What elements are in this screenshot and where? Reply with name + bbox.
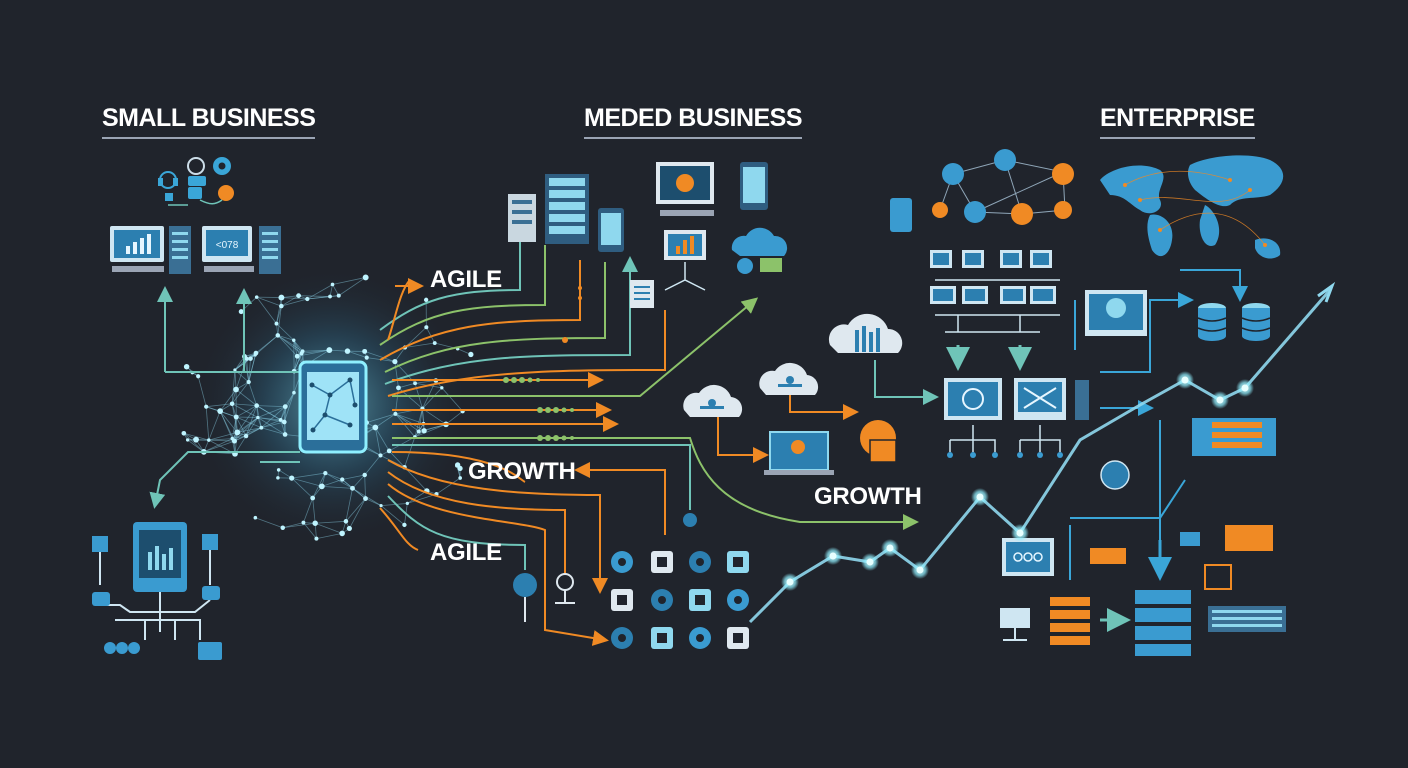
label-growth-right: GROWTH xyxy=(814,483,922,510)
cloud-icon xyxy=(828,313,903,353)
server-rack-icon xyxy=(1208,606,1286,632)
lock-icon xyxy=(1100,460,1130,490)
enterprise-cluster xyxy=(890,149,1286,656)
growth-chart xyxy=(748,281,1336,624)
document-icon xyxy=(630,280,654,308)
monitor-icon xyxy=(1014,378,1066,420)
server-tower-icon xyxy=(259,226,281,274)
tablet-icon xyxy=(133,522,187,592)
gear-icon xyxy=(213,157,231,175)
headset-icon xyxy=(158,171,178,201)
network-node-icons xyxy=(890,149,1074,232)
monitor-icon xyxy=(944,378,1002,420)
label-agile-top: AGILE xyxy=(430,266,502,293)
connection-lines xyxy=(149,200,1248,646)
cloud-icon xyxy=(731,227,788,274)
monitor-icon xyxy=(1002,538,1054,576)
world-map-icon xyxy=(1100,155,1284,259)
monitor-icon xyxy=(1085,290,1147,336)
laptop-icon xyxy=(764,431,834,475)
database-icon xyxy=(1241,303,1271,341)
chart-monitor-icon xyxy=(664,230,706,291)
database-icon xyxy=(1197,303,1227,341)
heading-medium-business: MEDED BUSINESS xyxy=(584,104,803,139)
flow-node-icons xyxy=(513,513,697,622)
central-tablet-icon xyxy=(298,360,368,454)
small-business-bottom-cluster xyxy=(92,522,222,660)
server-rack-icon xyxy=(1192,418,1276,456)
phone-icon xyxy=(740,162,768,210)
server-rack-icon xyxy=(508,194,536,242)
medium-business-cluster xyxy=(508,162,788,308)
phone-icon xyxy=(598,208,624,252)
small-business-cluster: <078 xyxy=(110,157,281,274)
signal-dots xyxy=(503,286,582,441)
server-icon xyxy=(1000,608,1030,641)
heading-enterprise: ENTERPRISE xyxy=(1100,104,1255,139)
server-tower-icon xyxy=(169,226,191,274)
monitor-icon xyxy=(110,226,164,272)
monitor-icon xyxy=(656,162,714,216)
user-support-icon xyxy=(187,157,206,186)
monitor-readout: <078 xyxy=(216,240,239,251)
server-rack-icon xyxy=(545,174,589,244)
server-icon xyxy=(92,592,110,606)
monitor-icon: <078 xyxy=(202,226,254,272)
globe-icon xyxy=(860,420,897,463)
server-icon xyxy=(202,586,220,600)
label-growth-center: GROWTH xyxy=(468,458,576,485)
cloud-icon xyxy=(759,362,819,395)
mid-cloud-cluster xyxy=(683,313,903,475)
cloud-icon xyxy=(683,384,743,417)
label-agile-bottom: AGILE xyxy=(430,539,502,566)
building-icon xyxy=(1204,564,1232,590)
mid-bottom-icon-grid xyxy=(611,551,749,649)
heading-small-business: SMALL BUSINESS xyxy=(102,104,316,139)
